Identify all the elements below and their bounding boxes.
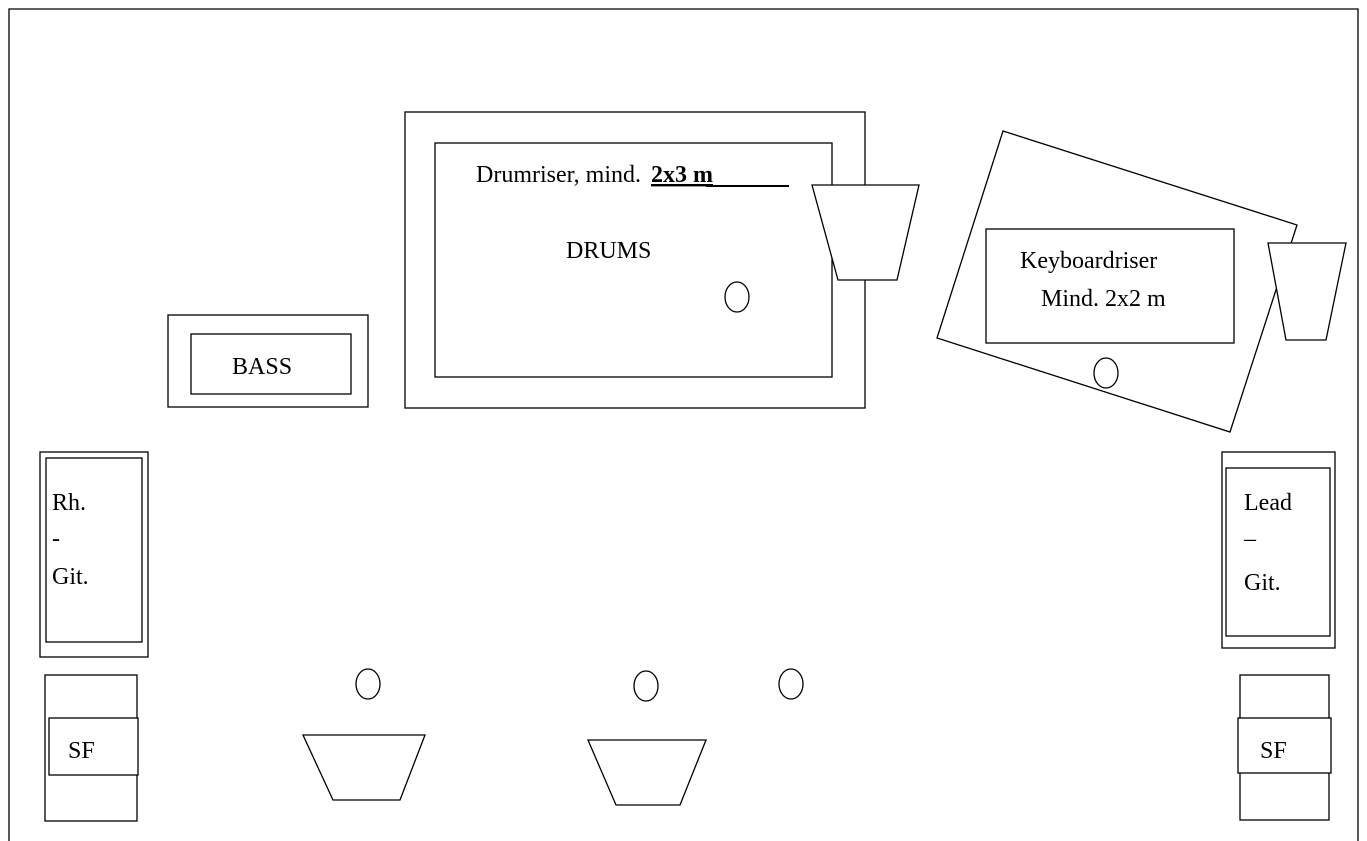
mic-stand-front-center — [633, 670, 659, 702]
rhythm-guitar-amp-outer — [39, 451, 149, 658]
keyboard-riser-label-box — [985, 228, 1235, 344]
lead-guitar-amp: Lead – Git. — [1221, 451, 1336, 649]
drum-riser-size: 2x3 m — [651, 162, 713, 188]
bass-amp-inner — [190, 333, 352, 395]
sidefill-right-label-box — [1237, 717, 1332, 774]
keyboard-monitor-wedge — [1267, 242, 1347, 341]
rhythm-guitar-amp-inner — [45, 457, 143, 643]
lead-guitar-line2: – — [1243, 526, 1257, 552]
drum-monitor-wedge — [811, 184, 920, 281]
rhythm-guitar-line2: - — [52, 526, 60, 552]
drums-label: DRUMS — [566, 238, 651, 264]
sidefill-left-label: SF — [68, 738, 95, 764]
keyboard-riser: Keyboardriser Mind. 2x2 m — [936, 130, 1298, 433]
keyboard-riser-line1: Keyboardriser — [1020, 248, 1157, 274]
drum-riser: Drumriser, mind. 2x3 m DRUMS — [404, 111, 866, 409]
mic-stand-front-right — [778, 668, 804, 700]
rhythm-guitar-line1: Rh. — [52, 490, 86, 516]
keyboard-riser-line2: Mind. 2x2 m — [1041, 286, 1166, 312]
bass-label: BASS — [232, 354, 292, 380]
drum-riser-label: Drumriser, mind. 2x3 m — [476, 162, 713, 188]
sidefill-right: SF — [1237, 674, 1332, 821]
bass-amp-outer — [167, 314, 369, 408]
lead-guitar-line3: Git. — [1244, 570, 1281, 596]
mic-stand-front-left — [355, 668, 381, 700]
rhythm-guitar-line3: Git. — [52, 564, 89, 590]
keyboard-riser-platform — [936, 130, 1298, 433]
monitor-wedge-front-center — [587, 739, 707, 806]
lead-guitar-amp-inner — [1225, 467, 1331, 637]
sidefill-left-label-box — [48, 717, 139, 776]
drum-mic-stand — [724, 281, 750, 313]
lead-guitar-line1: Lead — [1244, 490, 1292, 516]
sidefill-right-label: SF — [1260, 738, 1287, 764]
sidefill-left: SF — [44, 674, 139, 822]
bass-amp: BASS — [167, 314, 369, 408]
keyboard-mic-stand — [1093, 357, 1119, 389]
monitor-wedge-front-left — [301, 734, 426, 801]
stage-border — [8, 8, 1359, 841]
lead-guitar-amp-outer — [1221, 451, 1336, 649]
rhythm-guitar-amp: Rh. - Git. — [39, 451, 149, 658]
